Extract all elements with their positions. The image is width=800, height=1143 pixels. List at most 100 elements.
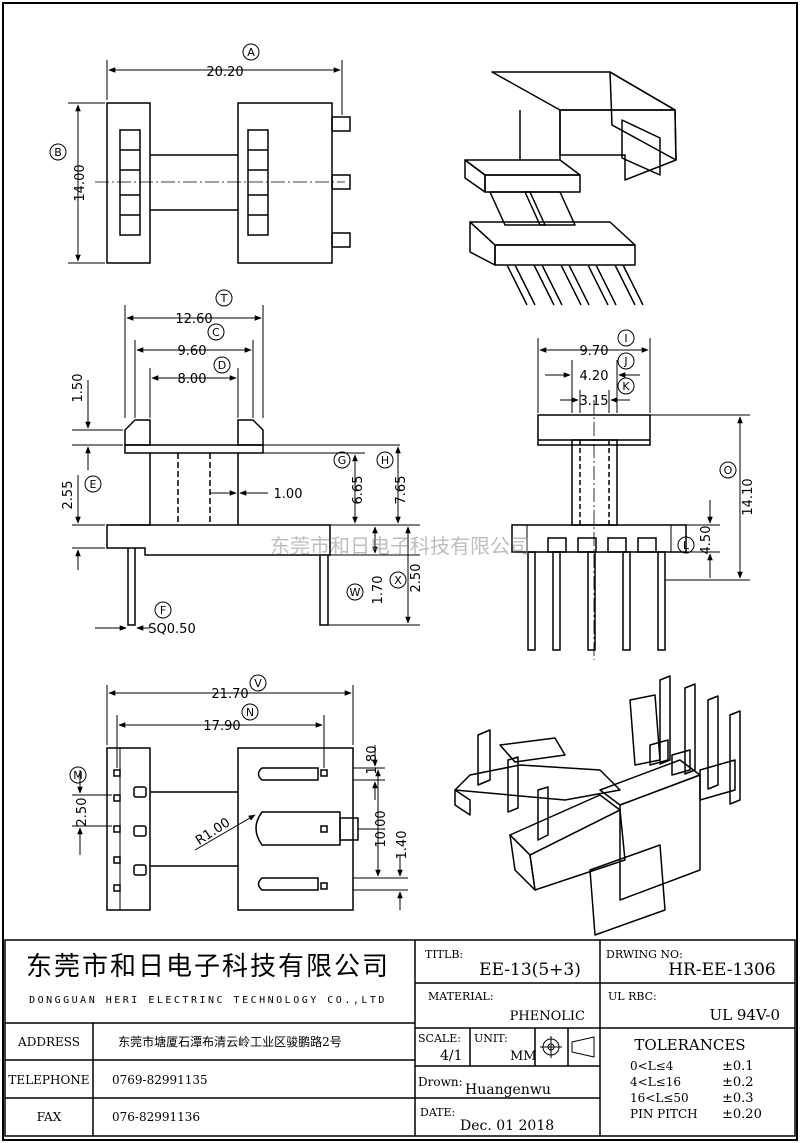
- front-view-dimensions: [72, 305, 420, 631]
- top-view-dimensions: [68, 60, 343, 264]
- dim-c-value: 9.60: [178, 344, 207, 359]
- dim-l-balloon: L: [677, 536, 695, 554]
- tolerance-range: 4<L≤16: [630, 1075, 681, 1089]
- date-label: DATE:: [420, 1106, 455, 1119]
- dim-g-value: 6.65: [351, 476, 366, 505]
- svg-text:X: X: [394, 574, 402, 587]
- front-view: [106, 419, 331, 626]
- scale-value: 4/1: [440, 1048, 463, 1064]
- watermark: 东莞市和日电子科技有限公司: [270, 534, 530, 558]
- drawing-no-label: DRWING NO:: [606, 948, 683, 961]
- dim-v-balloon: V: [249, 674, 267, 692]
- dim-n-value: 17.90: [203, 719, 240, 734]
- dim-j-value: 4.20: [580, 369, 609, 384]
- svg-text:N: N: [246, 706, 254, 719]
- dim-b-balloon: B: [49, 143, 67, 161]
- dim-a-balloon: A: [242, 43, 260, 61]
- dim-x-value: 2.50: [409, 564, 424, 593]
- svg-text:T: T: [220, 292, 228, 305]
- side-view: [511, 400, 687, 660]
- material-label: MATERIAL:: [428, 990, 494, 1003]
- scale-label: SCALE:: [418, 1032, 461, 1045]
- dim-d-balloon: D: [213, 356, 231, 374]
- isometric-view-bottom: [454, 675, 741, 936]
- dim-i-balloon: I: [617, 329, 635, 347]
- dim-m-value: 2.50: [75, 798, 90, 827]
- ul-label: UL RBC:: [608, 990, 657, 1003]
- company-name-cn: 东莞市和日电子科技有限公司: [26, 952, 390, 982]
- svg-text:V: V: [254, 677, 262, 690]
- dim-d-value: 8.00: [178, 372, 207, 387]
- title-label: TITLB:: [425, 948, 463, 961]
- telephone-label: TELEPHONE: [8, 1073, 89, 1087]
- dim-e-balloon: E: [84, 475, 102, 493]
- unit-value: MM: [510, 1049, 537, 1064]
- dim-t-value: 12.60: [175, 312, 212, 327]
- svg-text:I: I: [624, 332, 627, 345]
- tolerances-table: 0<L≤4 ±0.1 4<L≤16 ±0.2 16<L≤50 ±0.3 PIN …: [630, 1059, 762, 1122]
- bottom-view-dimensions: [72, 685, 408, 910]
- title-value: EE-13(5+3): [479, 960, 581, 980]
- bottom-view: [106, 747, 359, 911]
- date-value: Dec. 01 2018: [460, 1118, 554, 1134]
- svg-text:F: F: [160, 604, 166, 617]
- dim-h-balloon: H: [376, 451, 394, 469]
- dim-w-value: 1.70: [371, 576, 386, 605]
- dim-b-value: 14.00: [73, 164, 88, 201]
- tolerances-title: TOLERANCES: [634, 1036, 745, 1054]
- address-value: 东莞市塘厦石潭布清云岭工业区骏鹏路2号: [118, 1034, 342, 1049]
- tolerance-value: ±0.3: [722, 1091, 754, 1106]
- svg-text:D: D: [218, 359, 226, 372]
- side-view-dimensions: [537, 338, 750, 581]
- svg-text:L: L: [683, 539, 690, 552]
- dim-t-balloon: T: [215, 289, 233, 307]
- projection-symbol: [540, 1036, 595, 1058]
- dim-o-balloon: O: [719, 461, 737, 479]
- drawing-no-value: HR-EE-1306: [668, 960, 776, 980]
- isometric-view-top: [464, 71, 677, 306]
- dim-w-balloon: W: [346, 583, 364, 601]
- fax-label: FAX: [37, 1110, 62, 1124]
- material-value: PHENOLIC: [510, 1009, 585, 1024]
- dim-k-value: 3.15: [580, 394, 609, 409]
- dim-m-balloon: M: [69, 766, 87, 784]
- dim-c-balloon: C: [207, 323, 225, 341]
- tolerance-range: 0<L≤4: [630, 1059, 674, 1073]
- fax-value: 076-82991136: [112, 1110, 200, 1124]
- tolerance-value: ±0.1: [722, 1059, 754, 1074]
- svg-text:E: E: [90, 478, 97, 491]
- dim-e-value: 2.55: [61, 481, 76, 510]
- svg-text:A: A: [247, 46, 255, 59]
- svg-text:C: C: [212, 326, 220, 339]
- drawn-value: Huangenwu: [465, 1082, 551, 1098]
- address-label: ADDRESS: [17, 1035, 80, 1049]
- dim-a-value: 20.20: [206, 65, 243, 80]
- svg-text:B: B: [54, 146, 62, 159]
- svg-text:J: J: [623, 355, 627, 368]
- dim-x-balloon: X: [389, 571, 407, 589]
- dim-g-balloon: G: [333, 451, 351, 469]
- ul-value: UL 94V-0: [709, 1006, 780, 1024]
- tolerance-range: PIN PITCH: [630, 1107, 698, 1121]
- title-block-grid: [4, 939, 796, 1137]
- telephone-value: 0769-82991135: [112, 1073, 208, 1087]
- tolerance-range: 16<L≤50: [630, 1091, 689, 1105]
- dim-l-value: 4.50: [699, 526, 714, 555]
- svg-text:K: K: [622, 380, 630, 393]
- unit-label: UNIT:: [474, 1032, 508, 1045]
- dim-o-value: 14.10: [741, 478, 756, 515]
- svg-text:M: M: [73, 769, 83, 782]
- dim-150-value: 1.50: [71, 374, 86, 403]
- dim-180-value: 1.80: [365, 746, 380, 775]
- drawn-label: Drown:: [418, 1075, 463, 1089]
- dim-140-value: 1.40: [395, 831, 410, 860]
- dim-i-value: 9.70: [580, 344, 609, 359]
- svg-text:W: W: [350, 586, 361, 599]
- dim-n-balloon: N: [241, 703, 259, 721]
- dim-f-balloon: F: [154, 601, 172, 619]
- dim-v-value: 21.70: [211, 687, 248, 702]
- svg-text:H: H: [381, 454, 389, 467]
- svg-text:G: G: [338, 454, 347, 467]
